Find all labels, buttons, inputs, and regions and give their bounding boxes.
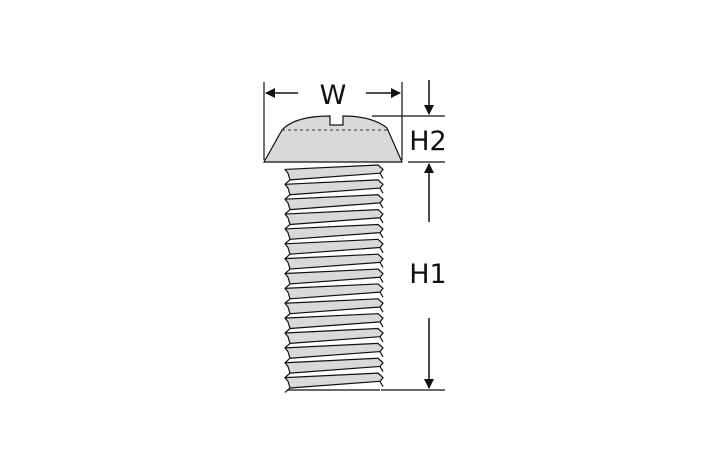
thread-ridge bbox=[284, 179, 384, 196]
thread-flank bbox=[284, 247, 384, 260]
thread-ridge bbox=[284, 342, 384, 359]
screw-threads bbox=[284, 164, 384, 393]
thread-ridge bbox=[284, 357, 384, 374]
thread-ridge bbox=[284, 238, 384, 255]
thread-flank bbox=[284, 276, 384, 289]
thread-ridge bbox=[284, 372, 384, 389]
thread-flank bbox=[284, 366, 384, 379]
thread-ridge bbox=[284, 194, 384, 211]
thread-flank bbox=[284, 291, 384, 304]
screw-head bbox=[262, 115, 403, 163]
thread-flank bbox=[284, 351, 384, 364]
width-label: W bbox=[320, 80, 347, 111]
h1-label: H1 bbox=[409, 259, 446, 290]
thread-flank bbox=[284, 321, 384, 334]
thread-ridge bbox=[284, 223, 384, 240]
thread-flank bbox=[284, 187, 384, 200]
thread-ridge bbox=[284, 298, 384, 315]
thread-flank bbox=[284, 381, 384, 393]
thread-flank bbox=[284, 202, 384, 215]
thread-flank bbox=[284, 262, 384, 274]
thread-ridge bbox=[284, 253, 384, 270]
thread-flank bbox=[284, 232, 384, 245]
thread-ridge bbox=[284, 283, 384, 300]
thread-ridge bbox=[284, 313, 384, 330]
thread-ridge bbox=[284, 268, 384, 285]
thread-ridge bbox=[284, 164, 384, 181]
h2-label: H2 bbox=[409, 126, 446, 157]
thread-flank bbox=[284, 336, 384, 349]
thread-flank bbox=[284, 306, 384, 319]
thread-flank bbox=[284, 172, 384, 185]
thread-ridge bbox=[284, 327, 384, 344]
thread-flank bbox=[284, 217, 384, 230]
thread-ridge bbox=[284, 209, 384, 226]
